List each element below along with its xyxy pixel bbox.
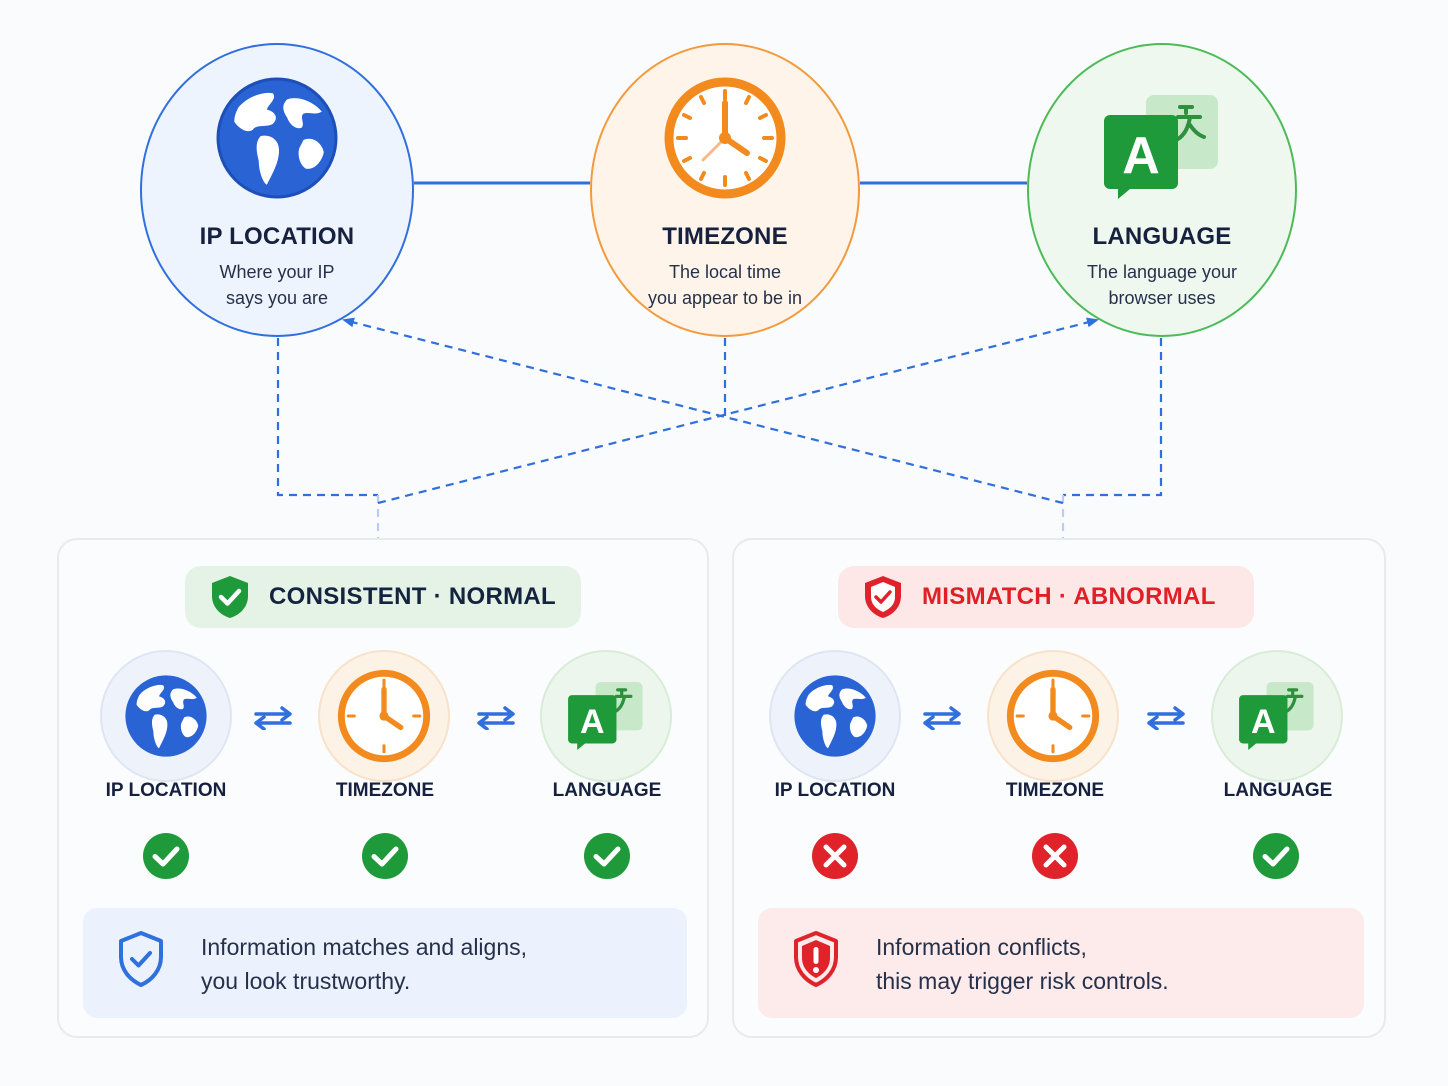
label-timezone: TIMEZONE [1005,780,1105,801]
language-node: A LANGUAGE The language your browser use… [1027,43,1297,337]
shield-alert-icon [865,576,901,618]
cross-icon [1032,833,1078,879]
consistent-note: Information matches and aligns, you look… [83,908,687,1018]
svg-text:A: A [580,703,605,741]
translate-icon: A [568,682,643,750]
mini-ip-location [769,650,901,782]
label-language: LANGUAGE [552,780,662,801]
check-icon [362,833,408,879]
svg-text:A: A [1251,703,1276,741]
node-description: The local time you appear to be in [647,262,803,308]
node-description: The language your browser uses [1086,262,1238,308]
clock-icon [664,77,786,199]
cross-icon [812,833,858,879]
dash-language-down [1063,338,1163,497]
node-title: IP LOCATION [199,223,355,250]
globe-icon [794,675,876,757]
label-ip-location: IP LOCATION [774,780,896,801]
label-ip-location: IP LOCATION [105,780,227,801]
shield-check-outline-icon [119,931,163,987]
clock-icon [337,669,431,763]
mini-ip-location [100,650,232,782]
label-timezone: TIMEZONE [335,780,435,801]
badge-text: CONSISTENT · NORMAL [269,583,557,610]
shield-warning-icon [794,931,838,987]
bidirectional-arrow-icon [477,706,515,730]
globe-icon [216,77,338,199]
globe-icon [125,675,207,757]
dash-cross-to-ip [342,317,1064,505]
check-icon [584,833,630,879]
dash-cross-to-language [377,317,1099,505]
mismatch-note: Information conflicts, this may trigger … [758,908,1364,1018]
timezone-node: TIMEZONE The local time you appear to be… [590,43,860,337]
mismatch-badge: MISMATCH · ABNORMAL [838,566,1254,628]
bidirectional-arrow-icon [923,706,961,730]
note-text: Information conflicts, this may trigger … [876,934,1169,994]
node-title: LANGUAGE [1092,223,1232,250]
mini-language: A [1211,650,1343,782]
svg-text:A: A [1122,127,1160,185]
mismatch-panel: MISMATCH · ABNORMAL [732,538,1386,1038]
translate-icon: A [1239,682,1314,750]
shield-check-icon [212,576,248,618]
badge-text: MISMATCH · ABNORMAL [922,583,1216,610]
check-icon [1253,833,1299,879]
consistent-panel: CONSISTENT · NORMAL [57,538,709,1038]
ip-location-node: IP LOCATION Where your IP says you are [140,43,414,337]
consistent-badge: CONSISTENT · NORMAL [185,566,581,628]
node-description: Where your IP says you are [219,262,335,308]
mini-timezone [987,650,1119,782]
clock-icon [1006,669,1100,763]
mini-timezone [318,650,450,782]
check-icon [143,833,189,879]
note-text: Information matches and aligns, you look… [201,934,528,994]
label-language: LANGUAGE [1223,780,1333,801]
dash-ip-down [276,338,378,497]
bidirectional-arrow-icon [254,706,292,730]
node-title: TIMEZONE [662,223,788,250]
translate-icon: A [1104,95,1218,199]
mini-language: A [540,650,672,782]
bidirectional-arrow-icon [1147,706,1185,730]
